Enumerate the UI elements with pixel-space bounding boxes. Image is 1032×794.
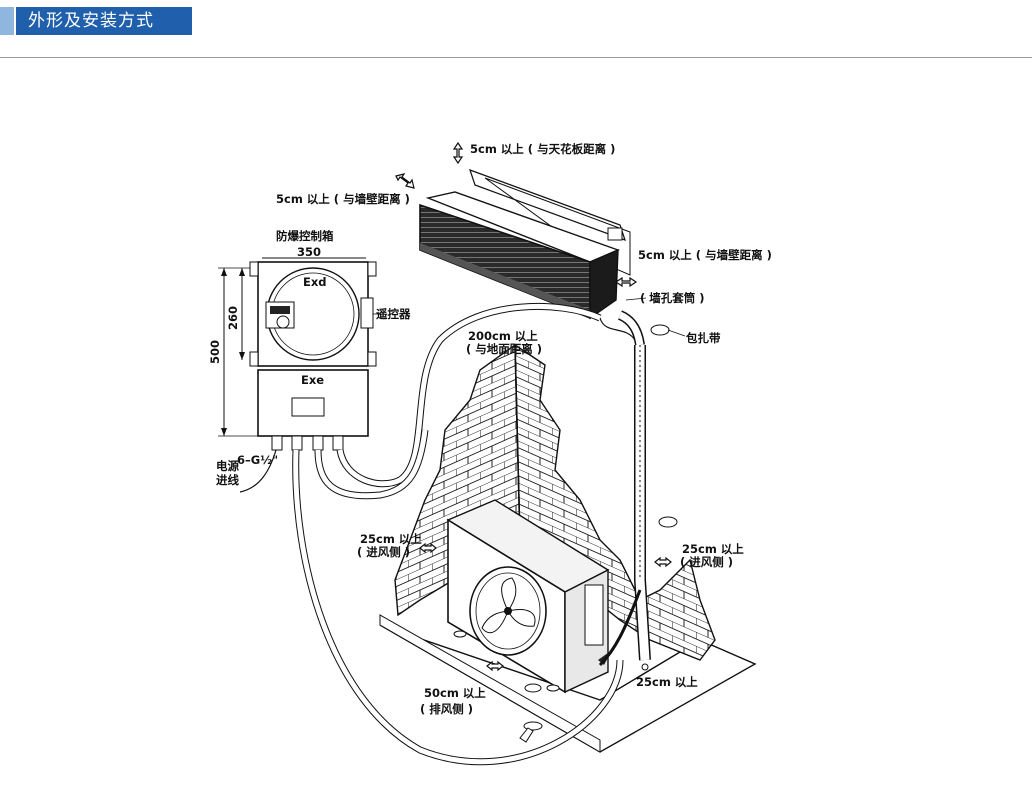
exd-label: Exd (303, 275, 327, 289)
cables (239, 303, 624, 766)
wrap-tape-label: 包扎带 (685, 331, 721, 345)
intake-right-label-2: ( 进风侧 ) (680, 555, 733, 569)
intake-right-label-1: 25cm 以上 (682, 542, 744, 556)
intake-left-label-2: ( 进风侧 ) (357, 545, 410, 559)
exe-label: Exe (301, 373, 324, 387)
power-inlet-label-1: 电源 (216, 459, 239, 473)
wall-clearance-left-label: 5cm 以上 ( 与墙壁距离 ) (276, 192, 410, 206)
power-inlet-label-2: 进线 (216, 473, 239, 487)
outdoor-unit (446, 499, 612, 694)
exhaust-label-2: ( 排风侧 ) (420, 702, 473, 716)
leader-lines (373, 297, 686, 337)
header-divider (0, 57, 1032, 58)
indoor-unit (419, 169, 631, 320)
drain-fitting (519, 721, 543, 743)
height-dimension-inner: 260 (226, 306, 240, 330)
ceiling-clearance-label: 5cm 以上 ( 与天花板距离 ) (470, 142, 615, 156)
remote-label: 遥控器 (376, 307, 411, 321)
clearance-arrows (395, 141, 672, 672)
exhaust-label-1: 50cm 以上 (424, 686, 486, 700)
wall-sleeve-label: ( 墙孔套筒 ) (640, 291, 705, 305)
thread-spec-label: 6–G½" (237, 453, 278, 467)
section-title: 外形及安装方式 (16, 7, 192, 35)
cable-glands (271, 435, 344, 451)
floor-clearance-label-1: 200cm 以上 (468, 329, 538, 343)
bottom-clearance-label: 25cm 以上 (636, 675, 698, 689)
wall-clearance-right-label: 5cm 以上 ( 与墙壁距离 ) (638, 248, 772, 262)
fan-icon (469, 566, 547, 656)
width-dimension: 350 (297, 245, 321, 259)
section-header: 外形及安装方式 (0, 7, 192, 35)
height-dimension-outer: 500 (208, 340, 222, 364)
refrigerant-piping (598, 310, 678, 671)
floor-clearance-label-2: ( 与地面距离 ) (466, 342, 542, 356)
explosion-proof-control-box (218, 257, 377, 451)
header-accent-bar (0, 7, 14, 35)
intake-left-label-1: 25cm 以上 (360, 532, 422, 546)
control-box-title: 防爆控制箱 (276, 229, 334, 243)
